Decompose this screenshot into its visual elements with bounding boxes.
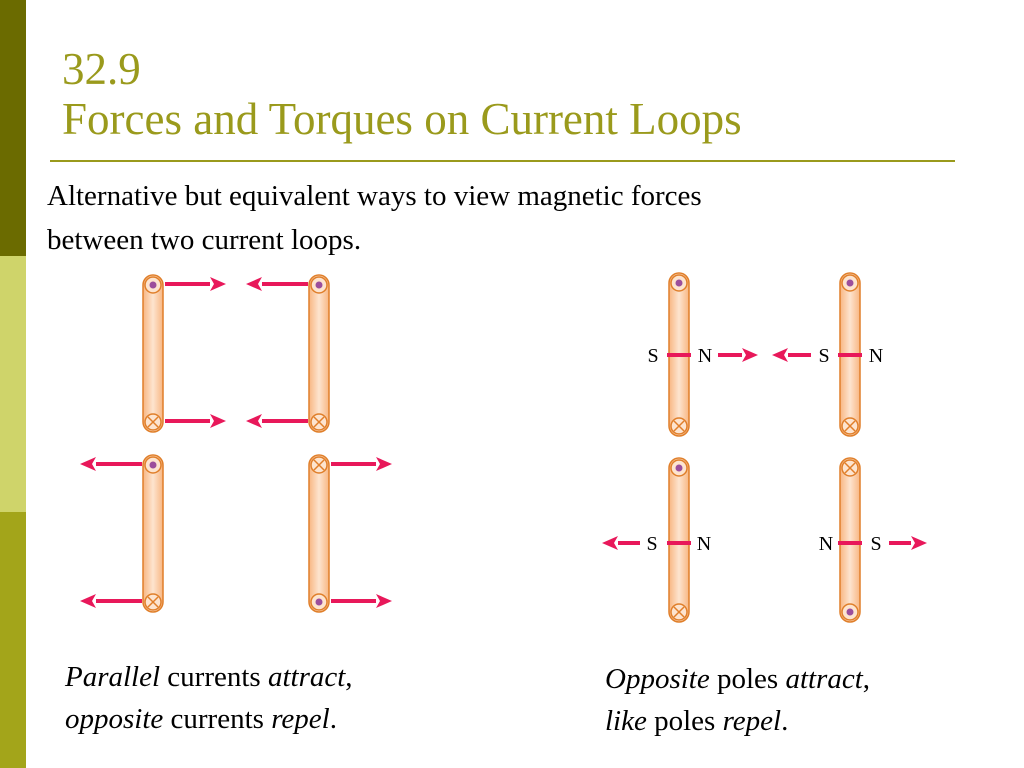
force-arrow-left (772, 348, 811, 362)
current-out-dot-icon (315, 281, 323, 289)
current-in-cross-icon (844, 462, 856, 474)
word-opposite: opposite (65, 703, 164, 735)
pole-label-south: S (818, 345, 829, 367)
sidebar-segment-middle (0, 256, 26, 512)
wire-parallel-left (142, 274, 164, 433)
current-out-dot-icon (846, 608, 854, 616)
word-attract: attract (785, 663, 863, 695)
current-in-cross-icon (673, 420, 685, 432)
word-attract: attract (267, 661, 346, 693)
intro-text: Alternative but equivalent ways to view … (47, 174, 947, 262)
force-arrow-right (165, 277, 226, 291)
wire-parallel-right (308, 274, 330, 433)
current-in-cross-icon (147, 596, 159, 608)
word-opposite: Opposite (605, 663, 710, 695)
pole-label-north: N (819, 533, 833, 555)
intro-line-2: between two current loops. (47, 224, 362, 256)
force-arrow-left (80, 594, 142, 608)
force-arrow-right (331, 457, 392, 471)
force-arrow-left (246, 277, 308, 291)
force-arrow-head-icon (210, 414, 226, 428)
caption-currents: Parallel currents attract, opposite curr… (65, 656, 353, 740)
pole-label-south: S (647, 345, 658, 367)
current-out-dot-icon (675, 464, 683, 472)
current-out-dot-icon (675, 279, 683, 287)
force-arrow-head-icon (376, 457, 392, 471)
caption-poles: Opposite poles attract, like poles repel… (605, 658, 870, 742)
pole-label-south: S (870, 533, 881, 555)
wire-rod (839, 457, 861, 623)
force-arrow-left (602, 536, 640, 550)
force-arrow-head-icon (772, 348, 788, 362)
word-currents: currents (160, 661, 268, 693)
wire-opposite-right (308, 454, 330, 613)
section-number: 32.9 (62, 44, 141, 94)
current-in-cross-icon (844, 420, 856, 432)
wire-rod (668, 457, 690, 623)
loop-magnet-bottom-left (668, 457, 690, 623)
current-out-dot-icon (846, 279, 854, 287)
comma: , (862, 663, 871, 695)
wire-rod (308, 454, 330, 613)
pole-label-north: N (698, 345, 712, 367)
force-arrow-left (80, 457, 142, 471)
force-arrow-right (165, 414, 226, 428)
word-like: like (605, 705, 647, 737)
force-arrow-head-icon (210, 277, 226, 291)
word-repel: repel (271, 703, 330, 735)
force-arrow-head-icon (246, 277, 262, 291)
word-poles: poles (646, 705, 723, 737)
loop-magnet-bottom-right (839, 457, 861, 623)
wire-rod (142, 454, 164, 613)
caption-currents-line-2: opposite currents repel. (65, 698, 353, 740)
period: . (781, 705, 789, 737)
sidebar-segment-top (0, 0, 26, 256)
force-arrow-head-icon (376, 594, 392, 608)
current-in-cross-icon (147, 416, 159, 428)
force-arrow-right (331, 594, 392, 608)
sidebar-segment-bottom (0, 512, 26, 768)
current-out-dot-icon (315, 598, 323, 606)
word-currents: currents (163, 703, 272, 735)
comma: , (345, 661, 353, 693)
force-arrow-head-icon (602, 536, 618, 550)
force-arrow-head-icon (80, 457, 96, 471)
word-repel: repel (722, 705, 782, 737)
title-text: Forces and Torques on Current Loops (62, 94, 742, 144)
pole-label-south: S (646, 533, 657, 555)
force-arrow-head-icon (911, 536, 927, 550)
force-arrow-left (246, 414, 308, 428)
wire-rod (308, 274, 330, 433)
force-arrow-right (889, 536, 927, 550)
word-poles: poles (709, 663, 786, 695)
period: . (329, 703, 337, 735)
current-out-dot-icon (149, 281, 157, 289)
caption-currents-line-1: Parallel currents attract, (65, 656, 353, 698)
force-arrow-right (718, 348, 758, 362)
word-parallel: Parallel (65, 661, 161, 693)
force-arrow-head-icon (246, 414, 262, 428)
force-arrow-head-icon (742, 348, 758, 362)
wire-opposite-left (142, 454, 164, 613)
pole-label-north: N (869, 345, 883, 367)
caption-poles-line-2: like poles repel. (605, 700, 870, 742)
slide-title: 32.9 Forces and Torques on Current Loops (62, 44, 962, 144)
current-in-cross-icon (313, 459, 325, 471)
intro-line-1: Alternative but equivalent ways to view … (47, 180, 702, 212)
pole-label-north: N (697, 533, 711, 555)
sidebar-decoration (0, 0, 26, 768)
current-in-cross-icon (313, 416, 325, 428)
caption-poles-line-1: Opposite poles attract, (605, 658, 870, 700)
title-underline (50, 160, 955, 162)
force-arrow-head-icon (80, 594, 96, 608)
current-out-dot-icon (149, 461, 157, 469)
wire-rod (142, 274, 164, 433)
current-in-cross-icon (673, 606, 685, 618)
